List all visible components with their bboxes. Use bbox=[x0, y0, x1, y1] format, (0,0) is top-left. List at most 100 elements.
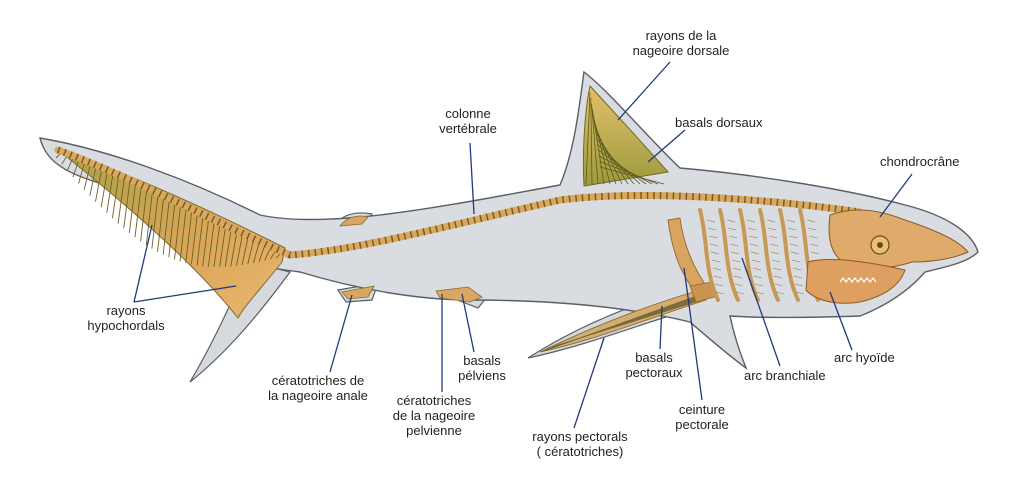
gill-filament bbox=[731, 259, 741, 263]
second-dorsal-skeleton bbox=[339, 215, 369, 227]
leader-vertebral-column bbox=[469, 142, 475, 215]
gill-filament bbox=[753, 275, 762, 279]
leader-chondrocranium bbox=[879, 173, 913, 218]
label-branchial-arch: arc branchiale bbox=[744, 368, 826, 383]
hypochordal-ray bbox=[162, 200, 170, 255]
hypochordal-ray bbox=[179, 208, 187, 262]
hypochordal-ray bbox=[123, 182, 131, 229]
anal-fin-skeleton bbox=[341, 285, 375, 300]
gill-filament bbox=[712, 267, 722, 271]
pelvic-fin-skeleton bbox=[435, 286, 483, 303]
hypochordal-ray bbox=[66, 156, 74, 172]
label-hyoid-arch: arc hyoïde bbox=[834, 350, 895, 365]
gill-filament bbox=[774, 283, 783, 287]
label-hypochordal-rays: rayons hypochordals bbox=[87, 303, 165, 333]
gill-filament bbox=[795, 291, 804, 295]
hypochordal-ray bbox=[247, 239, 255, 265]
leader-hypochordal-2 bbox=[133, 285, 237, 303]
leader-pelvic-basals bbox=[461, 293, 475, 353]
gill-filament bbox=[707, 219, 716, 223]
gill-filament bbox=[788, 227, 797, 231]
gill-filament bbox=[710, 243, 719, 247]
gill-filament bbox=[792, 267, 802, 271]
leader-pectoral-basals bbox=[659, 305, 663, 350]
gill-filament bbox=[791, 259, 801, 263]
label-pelvic-basals: basals pélviens bbox=[458, 353, 506, 383]
gill-filament bbox=[794, 283, 803, 287]
hypochordal-ray bbox=[168, 203, 176, 258]
dorsal-ray bbox=[593, 120, 617, 185]
gill-filament bbox=[769, 235, 778, 239]
gill-filament bbox=[767, 219, 776, 223]
dorsal-ray bbox=[597, 149, 647, 185]
dorsal-ray bbox=[594, 126, 623, 185]
hypochordal-ray bbox=[207, 221, 215, 267]
hypochordal-ray bbox=[140, 190, 148, 242]
leader-branchial-arch bbox=[741, 257, 781, 367]
gill-filament bbox=[772, 267, 782, 271]
hypochordal-ray bbox=[111, 177, 119, 219]
gill-filament bbox=[790, 243, 799, 247]
gill-filament bbox=[733, 275, 742, 279]
hypochordal-ray bbox=[100, 172, 108, 208]
gill-filament bbox=[810, 243, 819, 247]
gill-filament bbox=[773, 275, 782, 279]
gill-filament bbox=[708, 227, 717, 231]
hypochordal-ray bbox=[241, 236, 249, 266]
pectoral-skeleton bbox=[539, 217, 719, 353]
gill-filament bbox=[752, 267, 762, 271]
hypochordal-ray bbox=[196, 216, 204, 266]
hypochordal-ray bbox=[151, 195, 159, 249]
gill-filament bbox=[808, 227, 817, 231]
vertebral-column bbox=[54, 146, 864, 259]
gill-filament bbox=[728, 227, 737, 231]
pectoral-ray bbox=[547, 299, 703, 349]
hypochordal-ray-lines bbox=[55, 151, 283, 268]
dorsal-ray-lines bbox=[585, 91, 665, 185]
gill-filament bbox=[775, 291, 784, 295]
hypochordal-ray bbox=[83, 164, 91, 190]
hypochordal-ray bbox=[157, 198, 164, 252]
gill-filament bbox=[730, 243, 739, 247]
gill-filament bbox=[735, 291, 744, 295]
gill-filament bbox=[715, 291, 724, 295]
gill-filament bbox=[751, 259, 761, 263]
label-dorsal-basals: basals dorsaux bbox=[675, 115, 763, 130]
gill-filament bbox=[729, 235, 738, 239]
label-anal-ceratotrichia: cératotriches de la nageoire anale bbox=[268, 373, 368, 403]
leader-pectoral-girdle bbox=[683, 267, 703, 401]
gill-filament bbox=[750, 243, 759, 247]
leader-dorsal-rays bbox=[617, 61, 671, 121]
hypochordal-ray bbox=[230, 231, 238, 267]
dorsal-ray bbox=[585, 91, 591, 185]
hypochordal-ray bbox=[117, 180, 125, 224]
gill-filament bbox=[730, 251, 740, 255]
gill-filament bbox=[749, 235, 758, 239]
eye-socket-inner bbox=[877, 242, 883, 248]
gill-filament bbox=[768, 227, 777, 231]
hypochordal-ray bbox=[145, 192, 153, 246]
leader-hyoid-arch bbox=[829, 291, 853, 351]
gill-filaments bbox=[707, 219, 824, 295]
gill-filament bbox=[771, 259, 781, 263]
gill-filament bbox=[754, 283, 763, 287]
branchial-arch bbox=[738, 208, 760, 302]
hypochordal-ray bbox=[213, 223, 221, 268]
gill-filament bbox=[810, 251, 820, 255]
dorsal-ray bbox=[599, 166, 665, 185]
hypochordal-ray bbox=[78, 162, 85, 184]
label-chondrocranium: chondrocrâne bbox=[880, 154, 960, 169]
gill-filament bbox=[714, 283, 723, 287]
hypochordal-ray bbox=[89, 167, 97, 196]
branchial-arch bbox=[758, 208, 780, 302]
gill-filament bbox=[713, 275, 722, 279]
leader-anal-ceratotrichia bbox=[329, 294, 353, 373]
leader-lines bbox=[133, 61, 913, 429]
branchial-arch bbox=[698, 208, 720, 302]
gill-filament bbox=[789, 235, 798, 239]
leader-dorsal-basals bbox=[647, 129, 686, 163]
hypochordal-ray bbox=[128, 185, 136, 233]
gill-filament bbox=[732, 267, 742, 271]
hypochordal-ray bbox=[185, 210, 193, 264]
hypochordal-ray bbox=[224, 228, 232, 267]
